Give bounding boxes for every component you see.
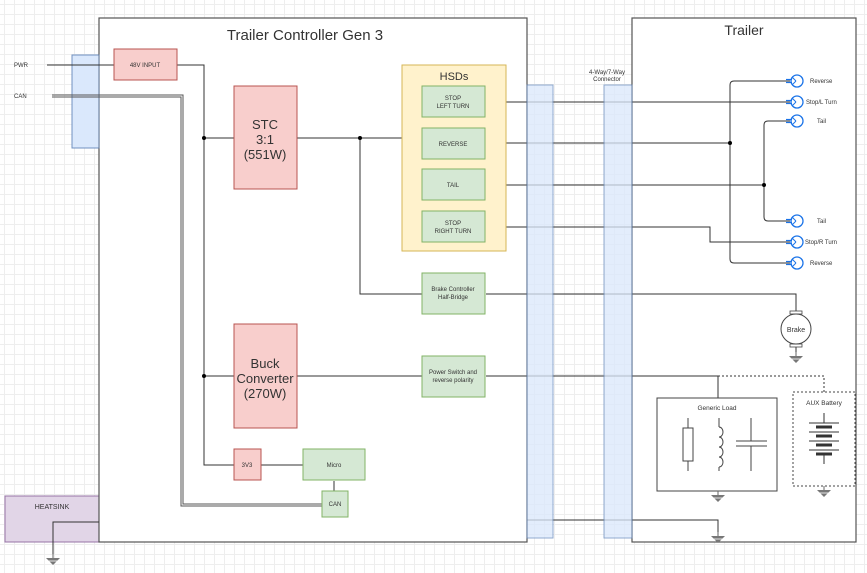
buck-line1: Buck <box>251 356 280 371</box>
connector-label-line2: Connector <box>593 77 621 83</box>
lamp-reverse-bottom[interactable]: Reverse <box>785 256 833 270</box>
input-48v-block[interactable]: 48V INPUT <box>113 48 178 81</box>
can-block-label: CAN <box>329 502 342 508</box>
lamp-stop-right-turn[interactable]: Stop/R Turn <box>785 235 837 249</box>
lamp-label: Stop/L Turn <box>806 100 837 106</box>
buck-converter-block[interactable]: Buck Converter (270W) <box>233 323 298 429</box>
brake-controller-line1: Brake Controller <box>431 287 474 293</box>
battery-icon <box>809 413 839 464</box>
stc-block[interactable]: STC 3:1 (551W) <box>233 85 298 190</box>
stc-line3: (551W) <box>244 147 287 162</box>
buck-line2: Converter <box>236 371 294 386</box>
can-bus <box>52 94 322 507</box>
brake-controller-block[interactable]: Brake Controller Half-Bridge <box>421 272 486 315</box>
lamp-stop-left-turn[interactable]: Stop/L Turn <box>785 95 837 109</box>
brake-label: Brake <box>787 327 805 334</box>
aux-battery-label: AUX Battery <box>806 400 843 407</box>
controller-title: Trailer Controller Gen 3 <box>227 27 383 44</box>
power-switch-line2: reverse polarity <box>432 378 473 384</box>
aux-battery-wire <box>718 375 825 392</box>
generic-load[interactable]: Generic Load <box>656 397 778 492</box>
hsd-reverse[interactable]: REVERSE <box>421 127 486 160</box>
trailer-title: Trailer <box>724 22 763 38</box>
regulator-3v3-block[interactable]: 3V3 <box>233 448 262 481</box>
power-switch-block[interactable]: Power Switch and reverse polarity <box>421 355 486 398</box>
hsd-tail[interactable]: TAIL <box>421 168 486 201</box>
brake-motor[interactable]: Brake <box>780 310 812 348</box>
heatsink-ground-icon <box>45 553 61 566</box>
regulator-3v3-label: 3V3 <box>242 463 253 469</box>
aux-battery[interactable]: AUX Battery <box>792 391 856 487</box>
hsd-label: STOP <box>445 96 461 102</box>
stc-line1: STC <box>252 117 278 132</box>
heatsink-label: HEATSINK <box>35 504 70 511</box>
hsd-title: HSDs <box>440 71 469 83</box>
heatsink-block[interactable]: HEATSINK <box>4 495 100 543</box>
input-connector-overlay <box>71 54 100 149</box>
hsd-label: LEFT TURN <box>437 104 470 110</box>
lamp-label: Reverse <box>810 79 833 85</box>
controller-side-connector[interactable] <box>526 84 554 539</box>
can-block[interactable]: CAN <box>321 490 349 518</box>
input-48v-label: 48V INPUT <box>130 63 161 69</box>
lamp-label: Tail <box>817 119 826 125</box>
lamp-tail-top[interactable]: Tail <box>785 114 826 128</box>
lamp-tail-bottom[interactable]: Tail <box>785 214 826 228</box>
power-switch-line1: Power Switch and <box>429 370 477 376</box>
connector-label-line1: 4-Way/7-Way <box>589 70 625 76</box>
generic-load-label: Generic Load <box>697 405 736 412</box>
micro-block[interactable]: Micro <box>302 448 366 481</box>
inductor-icon <box>718 426 724 468</box>
trailer-side-connector[interactable] <box>603 84 633 539</box>
lamp-reverse-top[interactable]: Reverse <box>785 74 833 88</box>
lamp-label: Stop/R Turn <box>805 240 837 246</box>
hsd-label: RIGHT TURN <box>435 229 472 235</box>
micro-label: Micro <box>327 463 342 469</box>
lamp-label: Tail <box>817 219 826 225</box>
brake-controller-line2: Half-Bridge <box>438 295 469 301</box>
hsd-stop-left-turn[interactable]: STOP LEFT TURN <box>421 85 486 118</box>
pwr-label: PWR <box>14 63 29 69</box>
can-input-label: CAN <box>14 94 27 100</box>
hsd-label: REVERSE <box>439 142 468 148</box>
buck-line3: (270W) <box>244 386 287 401</box>
junction-dots <box>202 136 766 378</box>
lamp-label: Reverse <box>810 261 833 267</box>
hsd-label: STOP <box>445 221 461 227</box>
stc-line2: 3:1 <box>256 132 274 147</box>
hsd-label: TAIL <box>447 183 460 189</box>
hsd-stop-right-turn[interactable]: STOP RIGHT TURN <box>421 210 486 243</box>
